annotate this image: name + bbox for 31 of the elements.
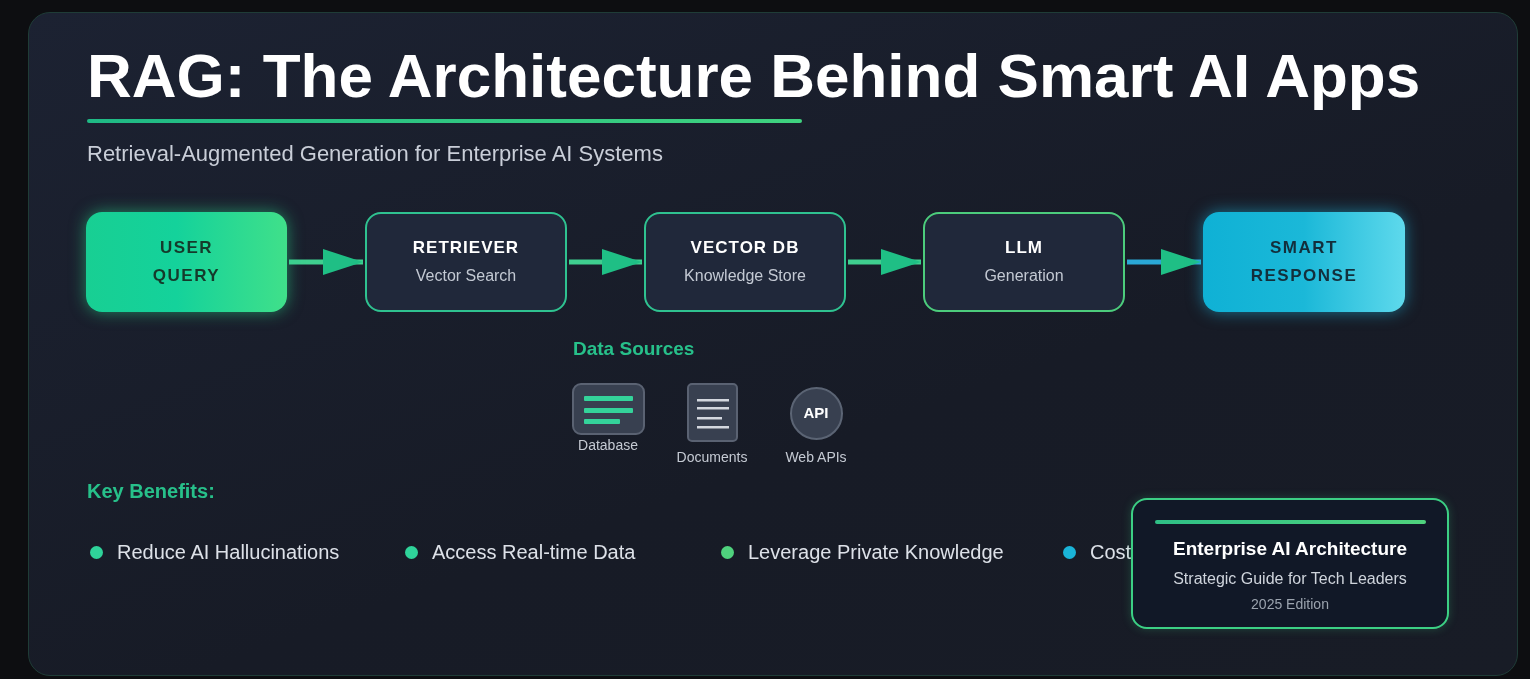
box-label: USER QUERY (151, 237, 222, 287)
box-subtitle: Vector Search (415, 266, 517, 286)
benefit-text: Access Real-time Data (432, 541, 636, 564)
output-box (1203, 212, 1405, 312)
box-title: RETRIEVER (412, 237, 520, 259)
arrow (569, 249, 642, 275)
benefit-text: Cost (1090, 541, 1132, 564)
subtitle: Retrieval-Augmented Generation for Enterprise AI Systems (87, 141, 663, 167)
icon-caption: Documents (676, 449, 748, 466)
icon-caption: Web APIs (785, 449, 847, 466)
card-subtitle: Strategic Guide for Tech Leaders (1173, 569, 1407, 589)
box-subtitle: Knowledge Store (684, 266, 806, 286)
arrow (848, 249, 921, 275)
process-box (644, 212, 846, 312)
edition-label: 2025 Edition (1251, 595, 1329, 613)
start-box (86, 212, 287, 312)
icon-caption: Database (578, 437, 638, 454)
card-title: Enterprise AI Architecture (1172, 538, 1408, 560)
info-card (1131, 498, 1449, 629)
box-subtitle: Generation (984, 266, 1064, 286)
section-heading: Data Sources (573, 338, 695, 360)
box-title: LLM (1005, 237, 1043, 259)
box-label: SMART RESPONSE (1249, 237, 1359, 287)
process-box (923, 212, 1125, 312)
section-heading: Key Benefits: (87, 480, 215, 503)
box-title: VECTOR DB (690, 237, 800, 259)
benefit-text: Leverage Private Knowledge (748, 541, 1004, 564)
benefit-text: Reduce AI Hallucinations (117, 541, 340, 564)
arrow (1127, 249, 1201, 275)
arrow (289, 249, 363, 275)
process-box (365, 212, 567, 312)
